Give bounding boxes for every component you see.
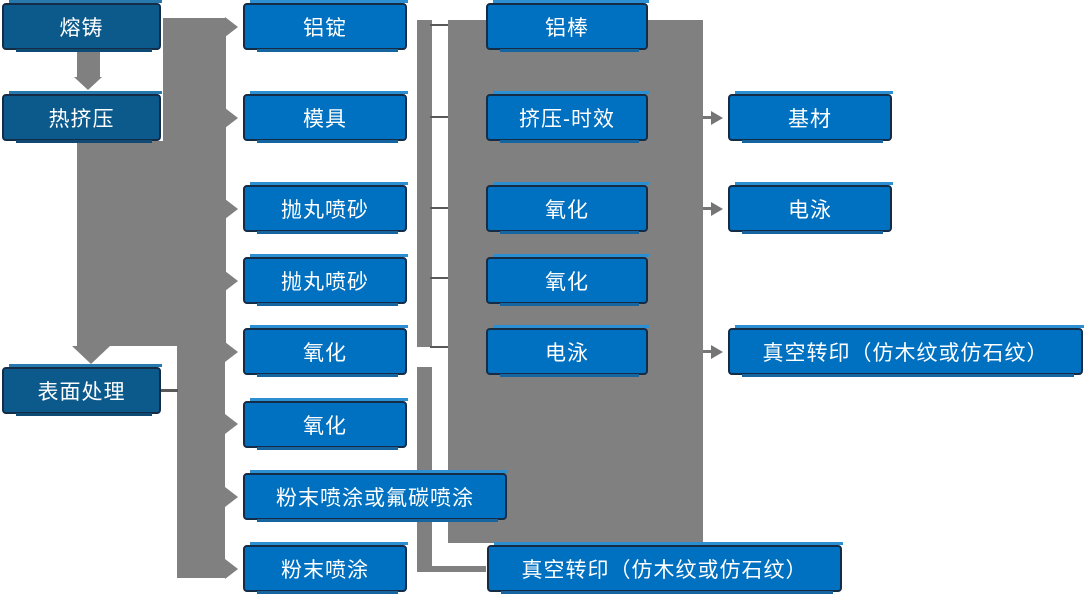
- node-mold: 模具: [243, 91, 408, 143]
- arrowhead-to-hot-extrusion: [74, 77, 102, 90]
- node-shot-blast-2: 抛丸喷砂: [243, 254, 408, 306]
- arrowhead-to-vacuum-transfer: [711, 345, 723, 359]
- arrowhead-to-oxidation-c2-2: [225, 414, 238, 434]
- connector-lower-left-bar: [177, 346, 225, 578]
- node-electrophoresis-c4: 电泳: [728, 182, 893, 234]
- arrowhead-to-surface-treatment: [72, 346, 110, 364]
- node-base-material: 基材: [728, 91, 893, 143]
- node-vacuum-transfer-c3: 真空转印（仿木纹或仿石纹）: [487, 542, 843, 594]
- node-surface-treatment: 表面处理: [2, 364, 162, 416]
- arrowhead-to-electrophoresis: [711, 202, 723, 216]
- node-aluminum-rod: 铝棒: [486, 0, 649, 52]
- arrowhead-to-powder-coating: [225, 559, 238, 579]
- arrowhead-to-oxidation-c2-1: [225, 342, 238, 362]
- connector-stub-row2: [430, 116, 448, 118]
- node-melting-casting: 熔铸: [2, 0, 162, 52]
- node-vacuum-transfer-c4: 真空转印（仿木纹或仿石纹）: [728, 325, 1084, 377]
- node-shot-blast-1: 抛丸喷砂: [243, 182, 408, 234]
- arrowhead-to-shot-blast-1: [225, 199, 238, 219]
- node-aluminum-ingot: 铝锭: [243, 0, 408, 52]
- arrowhead-to-mold: [225, 108, 238, 128]
- connector-stub-row4: [430, 277, 448, 279]
- connector-melting-down-bar: [77, 50, 100, 77]
- connector-main-column-wide: [77, 141, 226, 346]
- arrowhead-to-aluminum-ingot: [225, 17, 238, 37]
- node-powder-or-fluorocarbon: 粉末喷涂或氟碳喷涂: [243, 470, 508, 522]
- node-hot-extrusion: 热挤压: [2, 91, 162, 143]
- arrowhead-to-shot-blast-2: [225, 271, 238, 291]
- arrowhead-to-powder-or-fluorocarbon: [225, 487, 238, 507]
- node-extrusion-aging: 挤压-时效: [486, 91, 649, 143]
- node-powder-coating: 粉末喷涂: [243, 542, 408, 594]
- node-oxidation-c3-2: 氧化: [486, 254, 649, 306]
- node-oxidation-c3-1: 氧化: [486, 182, 649, 234]
- connector-stub-row5: [430, 346, 448, 348]
- node-oxidation-c2-1: 氧化: [243, 325, 408, 377]
- connector-stem-electrophoresis: [703, 207, 712, 210]
- connector-surface-treatment-stub: [160, 389, 178, 392]
- arrowhead-to-base-material: [711, 111, 723, 125]
- connector-stub-row1: [430, 24, 448, 26]
- connector-stub-row3: [430, 207, 448, 209]
- connector-stem-base-material: [703, 116, 712, 119]
- connector-main-column-top: [163, 18, 226, 145]
- connector-stub-bottom: [417, 566, 486, 572]
- connector-mid-bar-upper: [417, 20, 432, 347]
- connector-stem-vacuum-transfer: [703, 350, 712, 353]
- node-oxidation-c2-2: 氧化: [243, 398, 408, 450]
- node-electrophoresis-c3: 电泳: [486, 325, 649, 377]
